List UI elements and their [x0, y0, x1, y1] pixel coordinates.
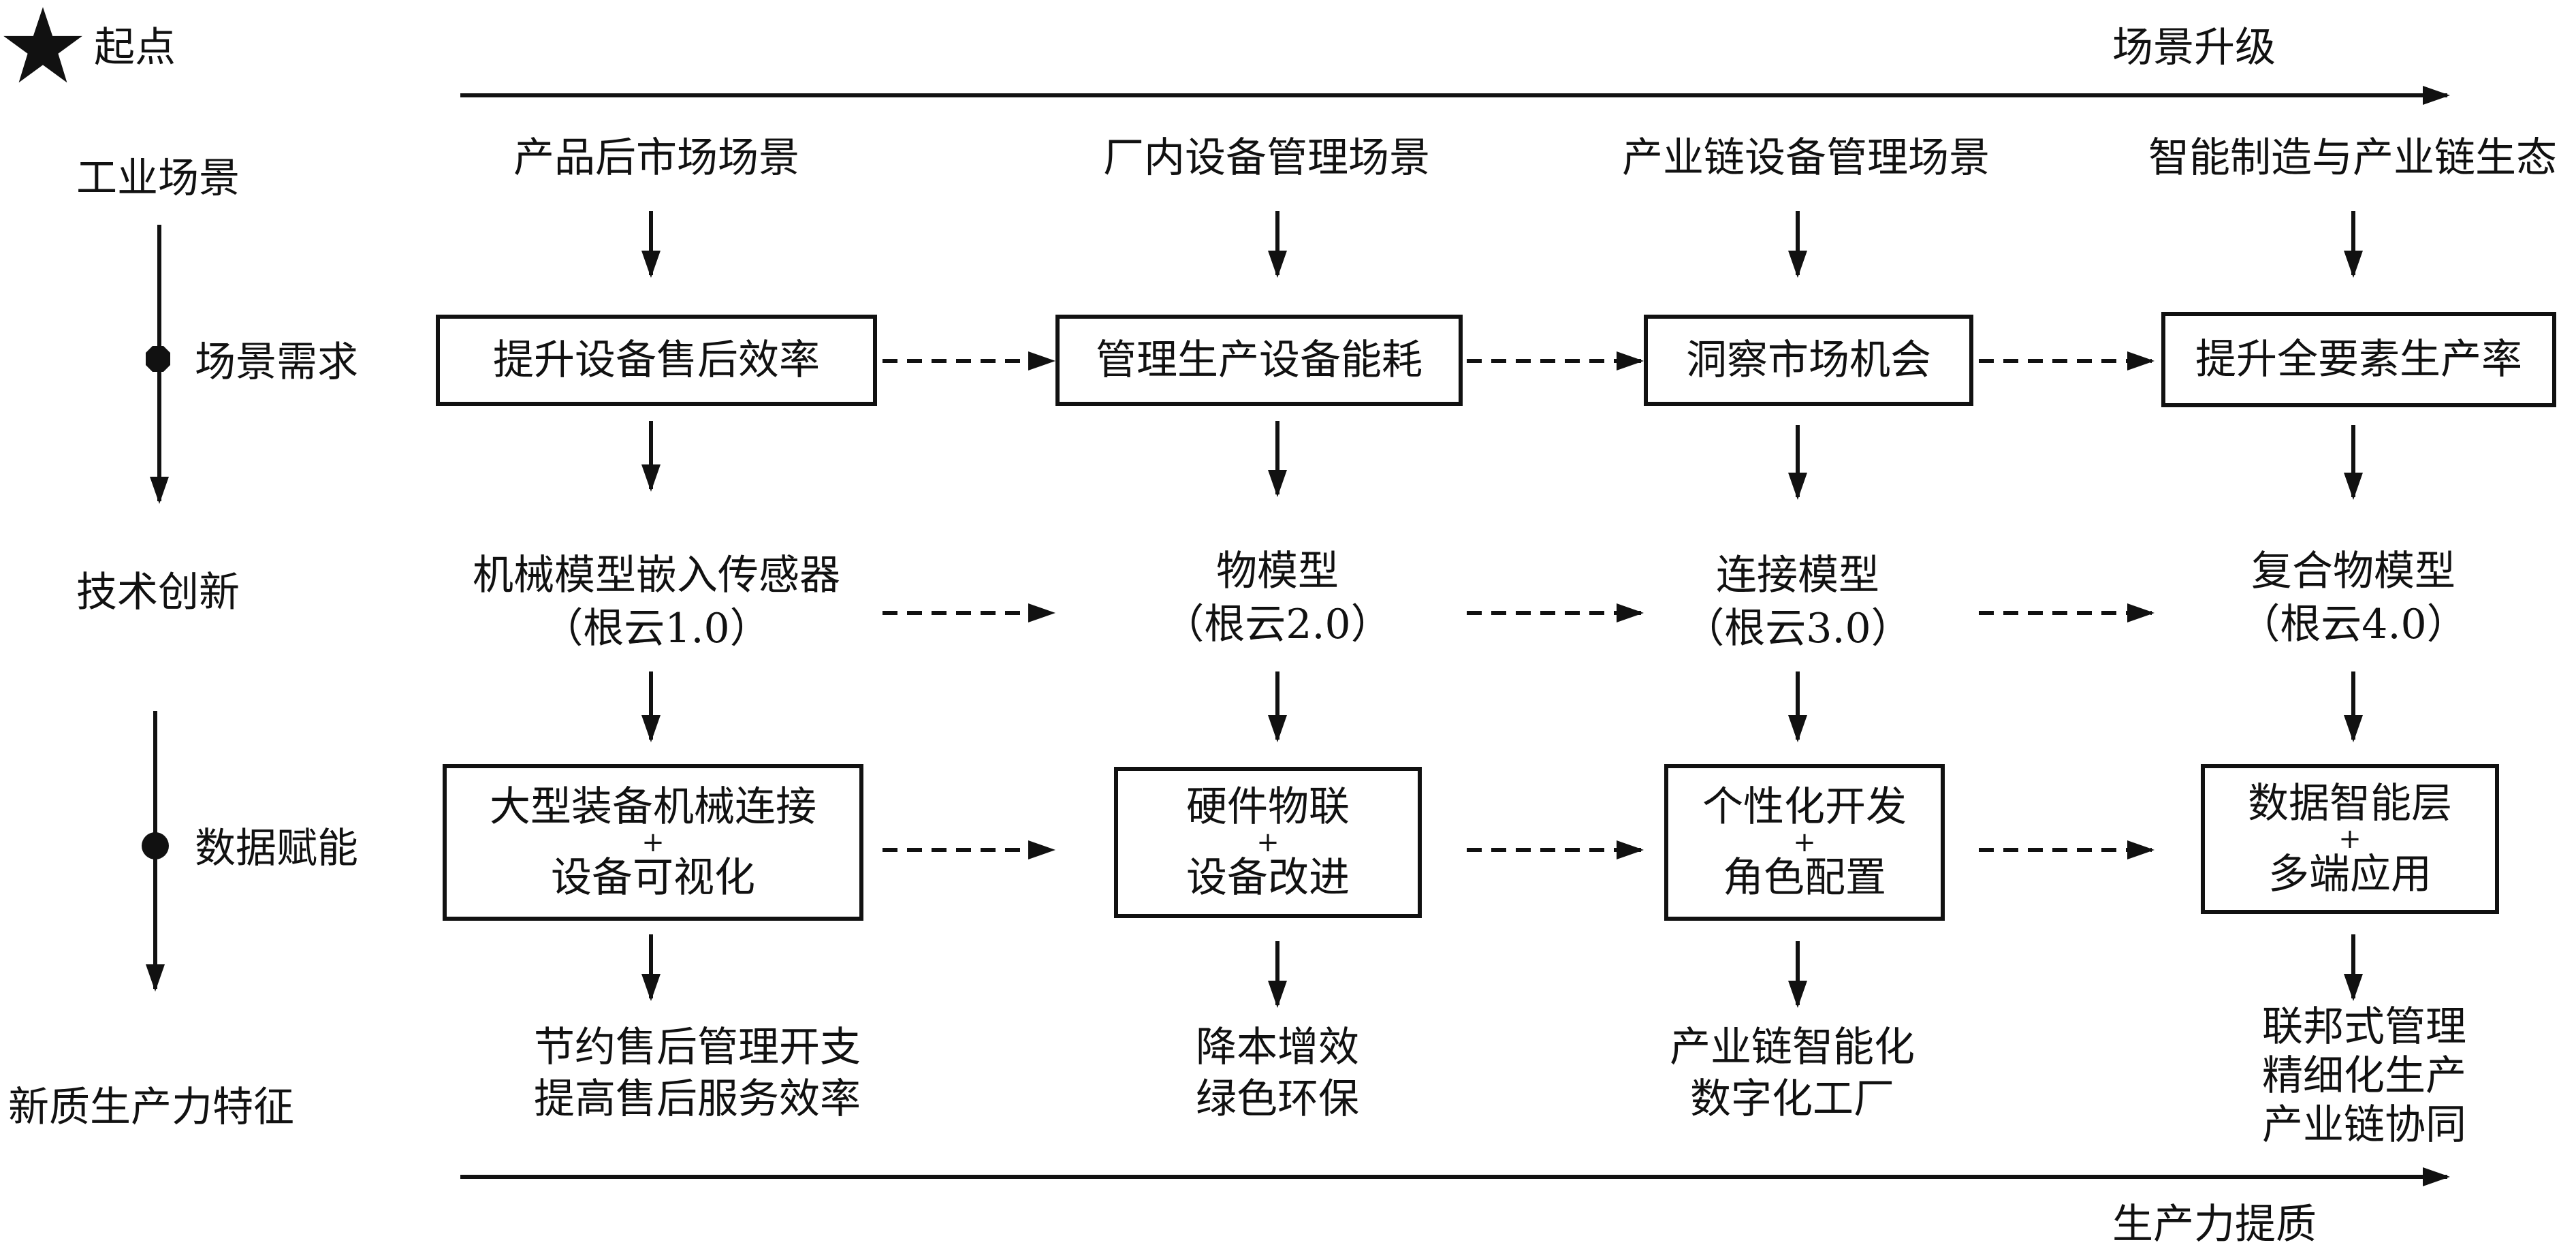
- features-c3: 产业链智能化 数字化工厂: [1670, 1022, 1915, 1125]
- row-label-scene-demand: 场景需求: [195, 338, 358, 386]
- demand-text-c2: 管理生产设备能耗: [1096, 336, 1422, 384]
- demand-box-c1: 提升设备售后效率: [436, 315, 877, 406]
- feature-c3-2: 数字化工厂: [1690, 1075, 1894, 1123]
- features-c4: 联邦式管理 精细化生产 产业链协同: [2262, 1002, 2466, 1150]
- feature-c1-2: 提高售后服务效率: [534, 1075, 861, 1123]
- feature-c4-1: 联邦式管理: [2262, 1003, 2466, 1051]
- tech-c4-line2: （根云4.0）: [2239, 601, 2468, 648]
- data-c4-line1: 数据智能层: [2248, 780, 2452, 827]
- demand-text-c3: 洞察市场机会: [1686, 336, 1931, 384]
- tech-c2-line2: （根云2.0）: [1163, 601, 1392, 648]
- data-c4-plus: +: [2338, 823, 2362, 855]
- tech-c3-line1: 连接模型: [1715, 552, 1879, 599]
- feature-c3-1: 产业链智能化: [1670, 1024, 1915, 1071]
- start-label: 起点: [94, 24, 176, 72]
- feature-c4-2: 精细化生产: [2262, 1052, 2466, 1100]
- data-box-c3: 个性化开发 + 角色配置: [1664, 764, 1945, 921]
- features-c2: 降本增效 绿色环保: [1196, 1022, 1359, 1125]
- scene-upgrade-label: 场景升级: [2112, 24, 2276, 72]
- row-label-industry-scene: 工业场景: [76, 155, 240, 202]
- tech-c1-line2: （根云1.0）: [542, 605, 771, 652]
- feature-c2-2: 绿色环保: [1196, 1075, 1359, 1123]
- row-label-new-productivity: 新质生产力特征: [8, 1084, 294, 1131]
- data-c2-line1: 硬件物联: [1186, 783, 1350, 831]
- tech-c2-line1: 物模型: [1215, 548, 1339, 595]
- data-c1-line1: 大型装备机械连接: [490, 783, 816, 831]
- demand-box-c4: 提升全要素生产率: [2161, 312, 2556, 407]
- scene-c1: 产品后市场场景: [513, 134, 799, 182]
- data-box-c1: 大型装备机械连接 + 设备可视化: [443, 764, 863, 921]
- star-icon: [3, 7, 82, 83]
- productivity-upgrade-label: 生产力提质: [2112, 1201, 2317, 1248]
- demand-text-c1: 提升设备售后效率: [493, 336, 820, 384]
- data-c2-plus: +: [1256, 827, 1279, 858]
- data-box-c2: 硬件物联 + 设备改进: [1114, 767, 1422, 918]
- demand-text-c4: 提升全要素生产率: [2195, 336, 2522, 383]
- scene-c3: 产业链设备管理场景: [1622, 134, 1990, 182]
- tech-c1-line1: 机械模型嵌入传感器: [473, 552, 840, 599]
- features-c1: 节约售后管理开支 提高售后服务效率: [534, 1022, 861, 1125]
- data-c4-line2: 多端应用: [2268, 851, 2432, 898]
- tech-c4: 复合物模型 （根云4.0）: [2239, 545, 2467, 651]
- row-label-data-empower: 数据赋能: [195, 825, 358, 872]
- data-c2-line2: 设备改进: [1186, 854, 1350, 902]
- data-c3-line2: 角色配置: [1723, 854, 1886, 902]
- tech-c2: 物模型 （根云2.0）: [1163, 545, 1391, 651]
- data-c3-line1: 个性化开发: [1702, 783, 1907, 831]
- data-c3-plus: +: [1793, 827, 1816, 858]
- timeline-dot-upper: [146, 346, 170, 372]
- row-label-tech-innovation: 技术创新: [76, 569, 240, 616]
- scene-c4: 智能制造与产业链生态: [2148, 134, 2557, 182]
- demand-box-c3: 洞察市场机会: [1644, 315, 1973, 406]
- feature-c4-3: 产业链协同: [2262, 1101, 2466, 1149]
- feature-c2-1: 降本增效: [1196, 1024, 1359, 1071]
- tech-c4-line1: 复合物模型: [2251, 548, 2455, 595]
- tech-c3: 连接模型 （根云3.0）: [1683, 549, 1911, 655]
- data-c1-line2: 设备可视化: [551, 854, 755, 902]
- data-c1-plus: +: [641, 827, 665, 858]
- scene-c2: 厂内设备管理场景: [1103, 134, 1430, 182]
- timeline-dot-lower: [142, 832, 169, 859]
- feature-c1-1: 节约售后管理开支: [534, 1024, 861, 1071]
- tech-c1: 机械模型嵌入传感器 （根云1.0）: [473, 549, 840, 655]
- data-box-c4: 数据智能层 + 多端应用: [2201, 764, 2499, 914]
- tech-c3-line2: （根云3.0）: [1683, 605, 1912, 652]
- demand-box-c2: 管理生产设备能耗: [1055, 315, 1463, 406]
